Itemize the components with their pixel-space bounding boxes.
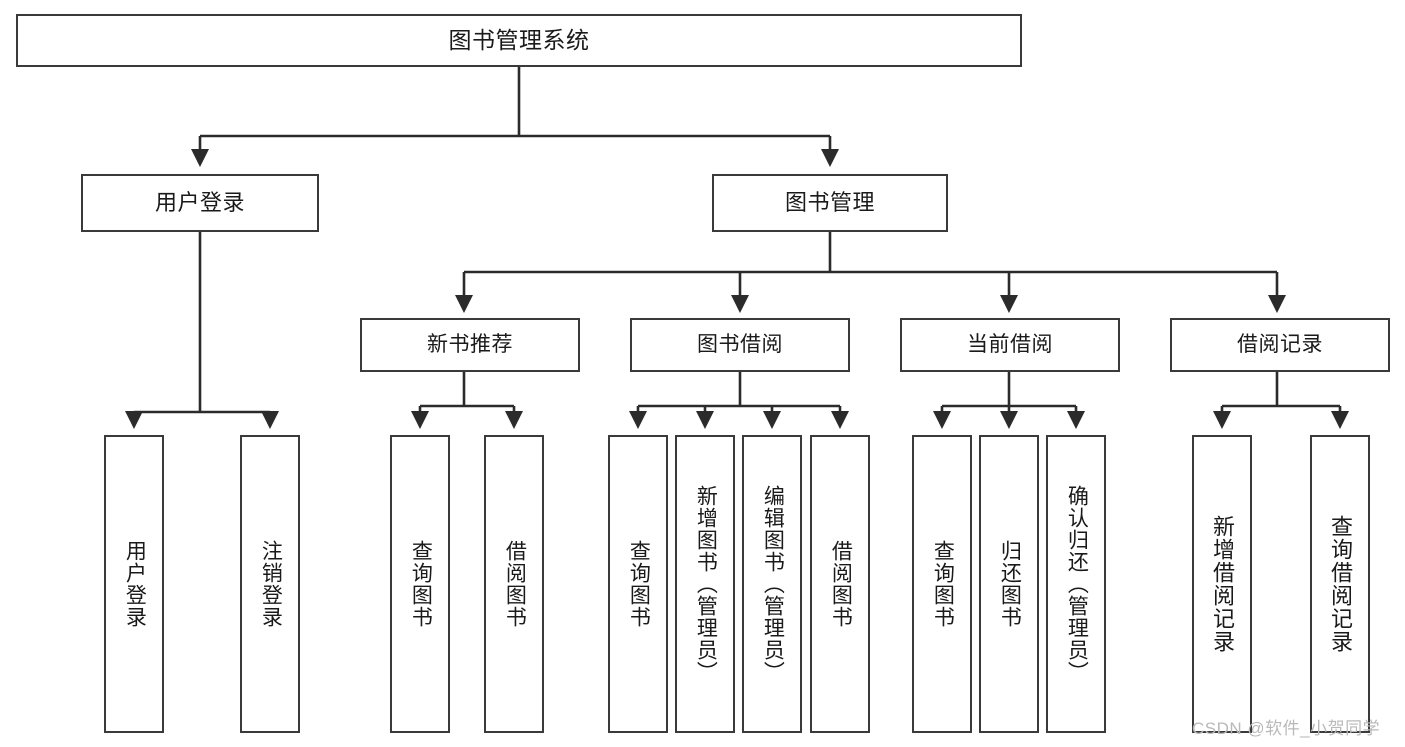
leaf-record-add-record[interactable]: 新增借阅记录 [1192,435,1252,733]
leaf-borrow-borrow-book[interactable]: 借阅图书 [810,435,870,733]
leaf-user-login-logout[interactable]: 注销登录 [240,435,300,733]
node-book-management[interactable]: 图书管理 [712,174,948,232]
node-label: 用户登录 [154,190,245,216]
node-borrow-record[interactable]: 借阅记录 [1170,318,1390,372]
leaf-new-book-query[interactable]: 查询图书 [390,435,450,733]
node-label: 用户登录 [123,540,147,628]
node-new-book-recommend[interactable]: 新书推荐 [360,318,580,372]
node-label: 查询图书 [627,540,651,628]
node-label: 新书推荐 [427,332,513,356]
leaf-borrow-edit-book-admin[interactable]: 编辑图书（管理员） [742,435,802,733]
node-label: 借阅图书 [829,540,853,628]
node-label: 新增图书（管理员） [694,485,718,683]
node-label: 编辑图书（管理员） [761,485,785,683]
node-label: 图书管理 [784,190,875,216]
node-current-borrow[interactable]: 当前借阅 [900,318,1120,372]
node-root-library-system[interactable]: 图书管理系统 [16,14,1022,67]
node-label: 借阅记录 [1237,332,1323,356]
node-label: 查询图书 [409,540,433,628]
leaf-user-login-login[interactable]: 用户登录 [104,435,164,733]
node-label: 归还图书 [998,540,1022,628]
leaf-current-query-book[interactable]: 查询图书 [912,435,972,733]
csdn-watermark: CSDN @软件_小贺同学 [1192,719,1381,738]
node-label: 查询借阅记录 [1327,515,1353,653]
node-label: 查询图书 [931,540,955,628]
node-label: 借阅图书 [503,540,527,628]
node-label: 图书管理系统 [448,27,590,54]
node-user-login[interactable]: 用户登录 [81,174,319,232]
leaf-borrow-query-book[interactable]: 查询图书 [608,435,668,733]
node-label: 注销登录 [259,540,283,628]
leaf-record-query-record[interactable]: 查询借阅记录 [1310,435,1370,733]
node-book-borrow[interactable]: 图书借阅 [630,318,850,372]
leaf-borrow-add-book-admin[interactable]: 新增图书（管理员） [675,435,735,733]
node-label: 确认归还（管理员） [1065,485,1089,683]
leaf-current-return-book[interactable]: 归还图书 [979,435,1039,733]
node-label: 新增借阅记录 [1209,515,1235,653]
node-label: 图书借阅 [697,332,783,356]
leaf-current-confirm-return-admin[interactable]: 确认归还（管理员） [1046,435,1106,733]
leaf-new-book-borrow[interactable]: 借阅图书 [484,435,544,733]
node-label: 当前借阅 [967,332,1053,356]
